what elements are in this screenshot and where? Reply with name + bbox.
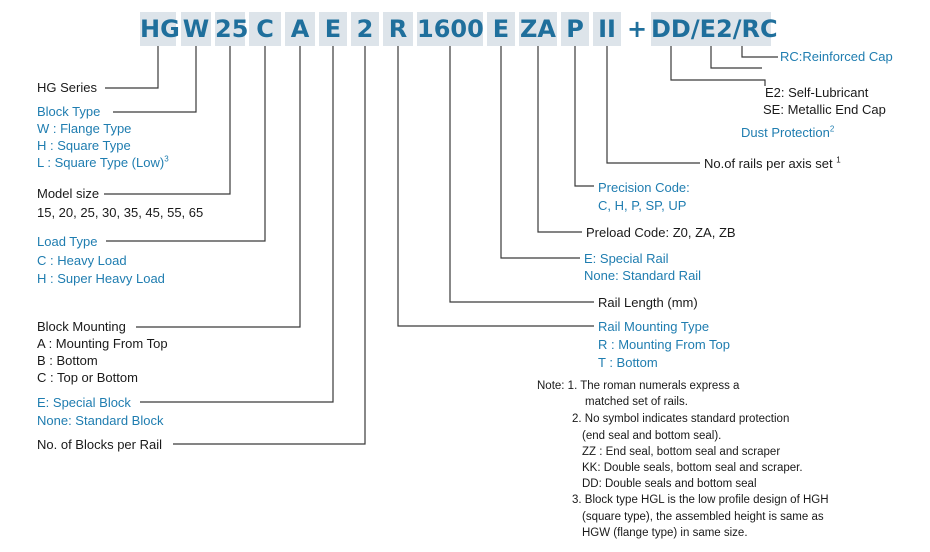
code-rails-per-axis: II [593,12,621,46]
line-blocks-per-rail [173,46,366,445]
label-hg-series: HG Series [37,80,97,95]
label-block-type-h: H : Square Type [37,138,131,153]
label-model-size-values: 15, 20, 25, 30, 35, 45, 55, 65 [37,205,204,220]
code-rail-mounting: R [383,12,413,46]
label-load-type-title: Load Type [37,234,98,249]
code-special-rail: E [487,12,515,46]
label-rails-axis: No.of rails per axis set 1 [704,155,841,172]
label-special-rail: E: Special Rail [584,251,669,266]
label-se: SE: Metallic End Cap [763,102,886,117]
label-block-type-l-text: L : Square Type (Low) [37,155,165,170]
label-rail-mount-r: R : Mounting From Top [598,337,730,352]
line-e2 [710,46,762,69]
line-special-rail [500,46,580,259]
note-line-10: HGW (flange type) in same size. [582,527,748,539]
label-blocks-per-rail: No. of Blocks per Rail [37,437,162,452]
code-special-block: E [319,12,347,46]
label-rails-axis-sup: 1 [836,155,841,165]
note-line-6: KK: Double seals, bottom seal and scrape… [582,462,803,474]
label-load-type-c: C : Heavy Load [37,253,127,268]
label-block-mount-b: B : Bottom [37,353,98,368]
note-line-3: 2. No symbol indicates standard protecti… [572,413,790,425]
label-precision-values: C, H, P, SP, UP [598,198,687,213]
label-block-type-title: Block Type [37,104,101,119]
label-load-type-h: H : Super Heavy Load [37,271,165,286]
label-block-type-l-sup: 3 [164,154,169,164]
code-rail-length: 1600 [417,12,484,46]
line-block-type [113,46,197,113]
code-precision: P [561,12,589,46]
line-load-type [106,46,266,242]
line-model-size [104,46,231,195]
label-rail-length: Rail Length (mm) [598,295,698,310]
code-block-type: W [181,12,211,46]
label-rail-mount-t: T : Bottom [598,355,658,370]
code-dust-protection: DD/E2/RC [651,12,778,46]
label-rail-mount-title: Rail Mounting Type [598,319,710,334]
code-blocks-per-rail: 2 [351,12,379,46]
label-block-type-l: L : Square Type (Low)3 [37,154,169,171]
line-rc [741,46,778,58]
label-dust-sup: 2 [829,124,835,134]
label-special-block: E: Special Block [37,395,131,410]
label-standard-rail: None: Standard Rail [584,268,702,283]
line-hg-series [105,46,159,89]
label-rc: RC:Reinforced Cap [780,49,893,64]
line-block-mounting [136,46,301,328]
note-line-7: DD: Double seals and bottom seal [582,478,757,490]
label-block-mount-title: Block Mounting [37,319,126,334]
note-line-2: matched set of rails. [585,396,688,408]
label-preload: Preload Code: Z0, ZA, ZB [586,225,736,240]
label-block-mount-c: C : Top or Bottom [37,370,138,385]
note-line-9: (square type), the assembled height is s… [582,511,824,523]
label-precision-title: Precision Code: [598,180,690,195]
code-series: HG [140,12,180,46]
line-precision [574,46,594,187]
line-special-block [140,46,334,403]
label-standard-block: None: Standard Block [37,413,164,428]
line-rail-mounting [397,46,594,327]
label-dust-text: Dust Protection [741,125,830,140]
code-model-size: 25 [215,12,248,46]
line-dust-protection [670,46,766,86]
label-model-size-title: Model size [37,186,100,201]
code-preload: ZA [519,12,557,46]
note-line-5: ZZ : End seal, bottom seal and scraper [582,446,781,458]
code-block-mounting: A [285,12,315,46]
note-line-1: Note: 1. The roman numerals express a [537,380,740,392]
label-rails-axis-text: No.of rails per axis set [704,156,833,171]
label-block-mount-a: A : Mounting From Top [37,336,168,351]
label-dust: Dust Protection2 [741,124,834,141]
note-line-4: (end seal and bottom seal). [582,430,722,442]
line-rail-length [449,46,594,303]
label-block-type-w: W : Flange Type [37,121,132,136]
code-plus: + [627,15,648,43]
note-line-8: 3. Block type HGL is the low profile des… [572,494,829,506]
code-load-type: C [249,12,281,46]
line-rails-per-axis [606,46,700,164]
line-preload [537,46,582,233]
label-e2: E2: Self-Lubricant [765,85,869,100]
